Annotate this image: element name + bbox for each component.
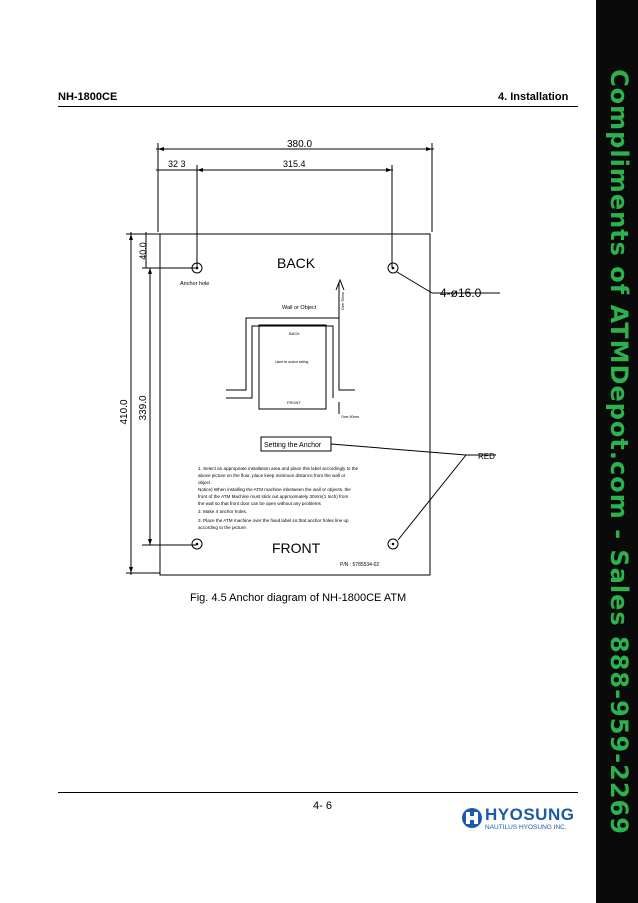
- instruction-line: Notice) When installing the ATM machine …: [198, 487, 351, 492]
- instruction-line: 2. Make 4 anchor holes.: [198, 509, 247, 514]
- footer-rule: [58, 792, 578, 793]
- inner-front-label: FRONT: [287, 400, 301, 405]
- dim-total-width: 380.0: [287, 139, 312, 150]
- label-outline: [159, 233, 431, 576]
- anchor-hole-bottom-right: [387, 538, 399, 550]
- side-banner: [596, 0, 638, 903]
- dim-top-offset: 40.0: [138, 242, 148, 260]
- instruction-line: front of the ATM Machine must stick out …: [198, 494, 348, 499]
- dim-total-height: 410.0: [119, 399, 130, 424]
- anchor-hole-top-left: [191, 262, 203, 274]
- dim-hole-spacing: 315.4: [283, 159, 306, 169]
- dim-left-offset: 32 3: [168, 159, 186, 169]
- hyosung-emblem-icon: [462, 808, 482, 828]
- figure-caption: Fig. 4.5 Anchor diagram of NH-1800CE ATM: [190, 592, 407, 604]
- brand-subtitle: NAUTILUS HYOSUNG INC.: [485, 824, 567, 831]
- instruction-line: the wall so that front door can be open …: [198, 501, 322, 506]
- banner-text: Compliments of ATMDepot.com - Sales 888-…: [605, 69, 633, 835]
- wall-label: Wall or Object: [282, 305, 317, 311]
- anchor-hole-top-right: [387, 262, 399, 274]
- instruction-line: 1. Select an appropriate installation ar…: [198, 466, 359, 471]
- page-number: 4- 6: [313, 800, 332, 812]
- dim-hole-vertical: 339.0: [138, 395, 149, 420]
- hole-callout: 4-ø16.0: [440, 286, 482, 300]
- instruction-line: object: [198, 480, 211, 485]
- instruction-line: above picture on the floor, place keep m…: [198, 473, 346, 478]
- anchor-hole-label: Anchor hole: [180, 281, 209, 287]
- bottom-gap-label: Over 50mm: [341, 415, 359, 419]
- inner-label: [258, 324, 327, 410]
- document-model: NH-1800CE: [58, 91, 118, 103]
- side-gap-label: Over 50mm: [341, 292, 345, 310]
- instruction-line: according to the picture.: [198, 525, 247, 530]
- instructions: 1. Select an appropriate installation ar…: [198, 466, 359, 530]
- back-label: BACK: [277, 255, 316, 271]
- hyosung-logo: HYOSUNG NAUTILUS HYOSUNG INC.: [461, 805, 576, 835]
- brand-name: HYOSUNG: [485, 805, 575, 824]
- inner-back-label: BACK: [289, 331, 300, 336]
- inner-label-text: Label for anchor setting: [275, 360, 309, 364]
- part-number: P/N : 5785534-02: [340, 562, 379, 568]
- front-label: FRONT: [272, 540, 321, 556]
- section-title: 4. Installation: [498, 91, 569, 103]
- header-rule: [58, 106, 578, 107]
- red-label: RED: [478, 452, 495, 461]
- setting-anchor-text: Setting the Anchor: [264, 442, 322, 449]
- anchor-hole-bottom-left: [191, 538, 203, 550]
- instruction-line: 3. Place the ATM machine over the fixed …: [198, 518, 349, 523]
